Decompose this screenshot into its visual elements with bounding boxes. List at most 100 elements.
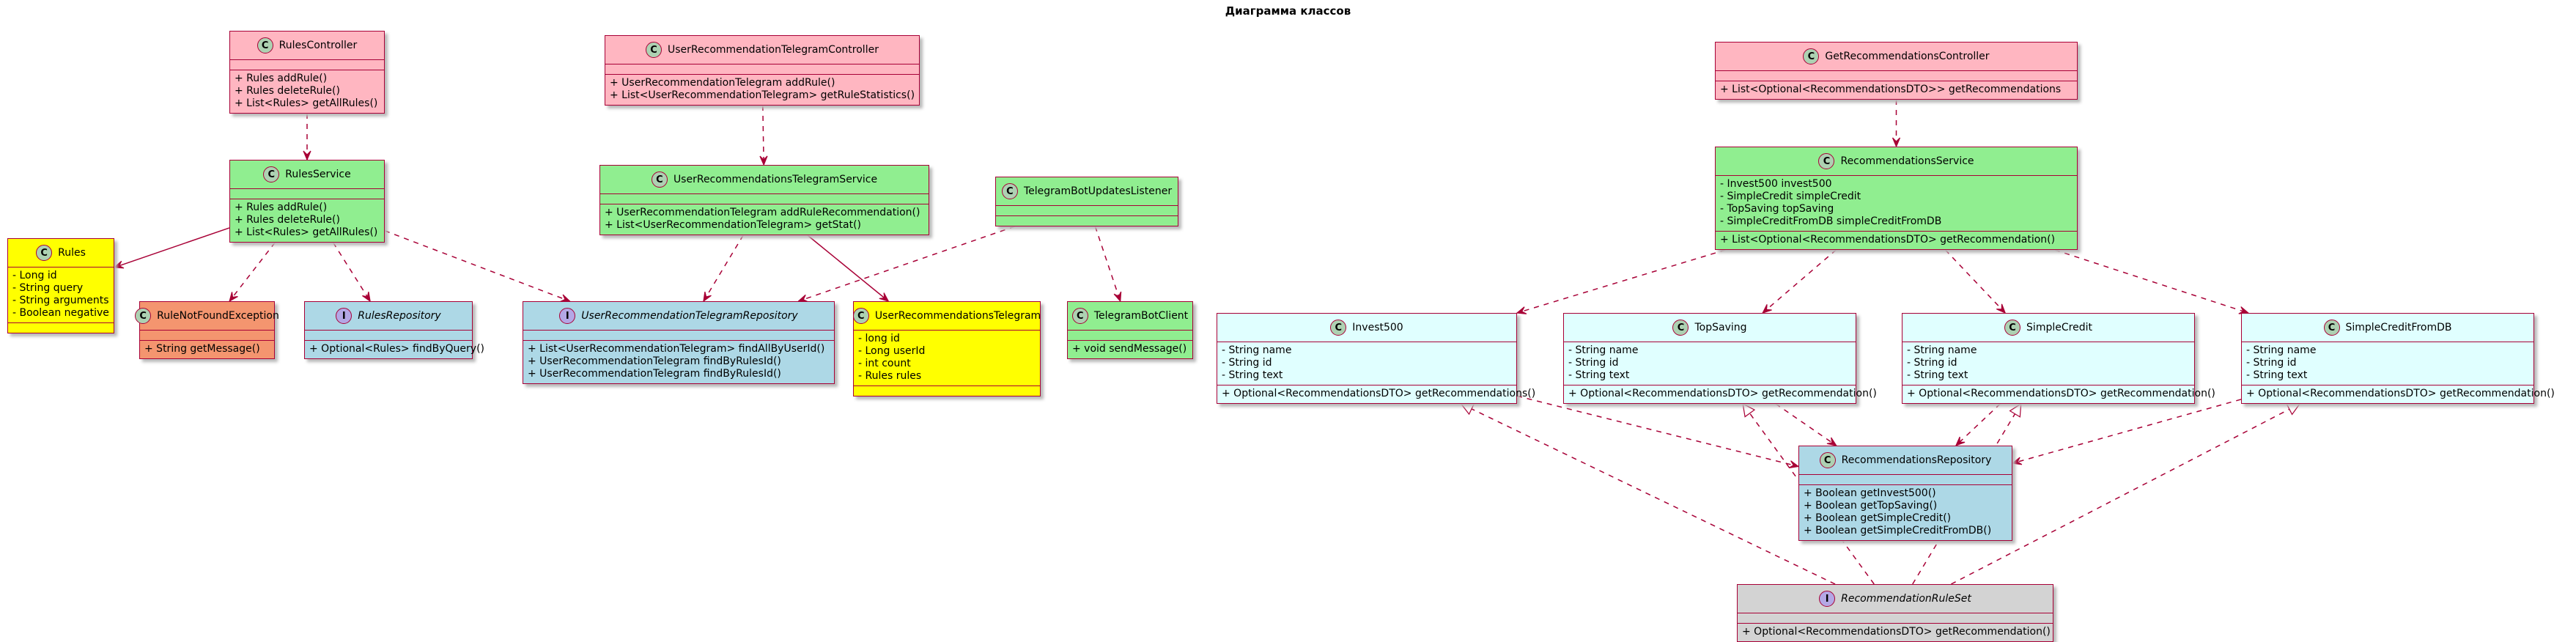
edge-topSaving-recRepo	[1775, 403, 1837, 446]
class-header: C RuleNotFoundException	[135, 302, 279, 331]
method-line: + List<Optional<RecommendationsDTO>> get…	[1720, 84, 2062, 95]
methods-section: + Optional<RecommendationsDTO> getRecomm…	[2242, 385, 2555, 403]
methods-section: + Optional<RecommendationsDTO> getRecomm…	[1738, 623, 2053, 641]
method-line: + List<UserRecommendationTelegram> getSt…	[605, 219, 861, 231]
edge-rulesService-ruleNotFound	[229, 242, 276, 302]
fields-section	[1716, 71, 2077, 81]
class-name: RuleNotFoundException	[157, 310, 279, 322]
field-line: - Rules rules	[858, 370, 922, 382]
methods-section: + Optional<RecommendationsDTO> getRecomm…	[1903, 385, 2215, 403]
method-line: + Optional<RecommendationsDTO> getRecomm…	[1222, 388, 1536, 399]
class-name: TelegramBotUpdatesListener	[1023, 185, 1173, 197]
method-line: + void sendMessage()	[1072, 343, 1187, 355]
class-icon: C	[135, 308, 152, 324]
method-line: + Optional<RecommendationsDTO> getRecomm…	[1907, 388, 2215, 399]
field-line: - String text	[1568, 369, 1630, 381]
method-line: + Rules deleteRule()	[235, 214, 340, 226]
class-name: TopSaving	[1694, 322, 1747, 333]
fields-section: - String name- String id- String text	[1564, 342, 1856, 385]
field-line: - Long userId	[858, 345, 926, 357]
class-name: Invest500	[1352, 322, 1403, 333]
edge-userRecTgService-userRecTg	[807, 235, 889, 302]
arrowhead-realization	[2286, 403, 2301, 416]
methods-section: + Optional<RecommendationsDTO> getRecomm…	[1217, 385, 1536, 403]
fields-section: - String name- String id- String text	[2242, 342, 2533, 385]
class-name: RecommendationsRepository	[1841, 454, 1992, 466]
class-name: TelegramBotClient	[1093, 310, 1189, 322]
methods-section: + Optional<Rules> findByQuery()	[305, 340, 484, 358]
arrowhead-dependency	[1516, 306, 1527, 314]
edge-tgListener-userRecTgRepo	[798, 226, 1015, 302]
methods-section	[996, 215, 1178, 226]
field-line: - Invest500 invest500	[1720, 178, 1832, 190]
method-line: + Boolean getTopSaving()	[1804, 500, 1938, 512]
methods-section: + List<Optional<RecommendationsDTO>> get…	[1716, 81, 2077, 99]
method-line: + Rules addRule()	[235, 73, 328, 84]
class-icon: C	[1071, 308, 1088, 324]
fields-section	[1068, 331, 1192, 340]
method-line: + Optional<Rules> findByQuery()	[309, 343, 484, 355]
class-name: UserRecommendationsTelegram	[874, 310, 1041, 322]
methods-section	[8, 322, 114, 333]
class-header: I RecommendationRuleSet	[1738, 585, 2053, 613]
arrowhead-dependency	[1955, 436, 1966, 447]
edge-recRuleSet-invest500	[1461, 403, 1836, 585]
methods-section: + Optional<RecommendationsDTO> getRecomm…	[1564, 385, 1877, 403]
method-line: + List<Rules> getAllRules()	[235, 226, 378, 238]
field-line: - long id	[858, 333, 900, 344]
class-header: C TelegramBotClient	[1068, 302, 1192, 331]
fields-section: - String name- String id- String text	[1903, 342, 2194, 385]
field-line: - String query	[12, 282, 84, 294]
edge-recService-topSaving	[1762, 249, 1837, 314]
method-line: + List<UserRecommendationTelegram> getRu…	[610, 89, 915, 101]
interface-icon: I	[559, 308, 576, 324]
arrowhead-dependency	[362, 292, 371, 303]
fields-section	[140, 331, 274, 340]
arrowhead-dependency	[2011, 457, 2023, 465]
fields-section	[230, 60, 384, 70]
fields-section: - Invest500 invest500- SimpleCredit simp…	[1716, 176, 2077, 231]
class-telegram-bot-client: C TelegramBotClient + void sendMessage()	[1067, 301, 1193, 359]
method-line: + Optional<RecommendationsDTO> getRecomm…	[1568, 388, 1877, 399]
field-line: - String text	[1222, 369, 1283, 381]
interface-icon: I	[1819, 591, 1836, 607]
class-name: RecommendationRuleSet	[1841, 593, 1971, 605]
field-line: - String name	[1568, 344, 1639, 356]
arrowhead-association	[879, 292, 890, 302]
methods-section	[854, 385, 1040, 396]
fields-section: - String name- String id- String text	[1217, 342, 1516, 385]
field-line: - SimpleCreditFromDB simpleCreditFromDB	[1720, 215, 1942, 227]
method-line: + Rules deleteRule()	[235, 85, 340, 97]
methods-section: + List<Optional<RecommendationsDTO> getR…	[1716, 231, 2077, 249]
method-line: + UserRecommendationTelegram findByRules…	[528, 355, 781, 367]
arrowhead-realization	[1742, 402, 1756, 418]
class-name: UserRecommendationTelegramController	[668, 44, 879, 56]
class-icon: C	[1819, 452, 1836, 468]
edge-rulesService-rules	[114, 227, 230, 268]
arrowhead-dependency	[1996, 303, 2007, 314]
fields-section: - Long id- String query- String argument…	[8, 268, 114, 322]
class-name: GetRecommendationsController	[1825, 51, 1990, 62]
arrowhead-dependency	[1826, 437, 1837, 446]
arrowhead-dependency	[1113, 291, 1122, 303]
class-icon: C	[651, 171, 668, 188]
field-line: - String id	[2246, 357, 2297, 369]
method-line: + Optional<RecommendationsDTO> getRecomm…	[2246, 388, 2555, 399]
arrowhead-dependency	[229, 292, 238, 303]
